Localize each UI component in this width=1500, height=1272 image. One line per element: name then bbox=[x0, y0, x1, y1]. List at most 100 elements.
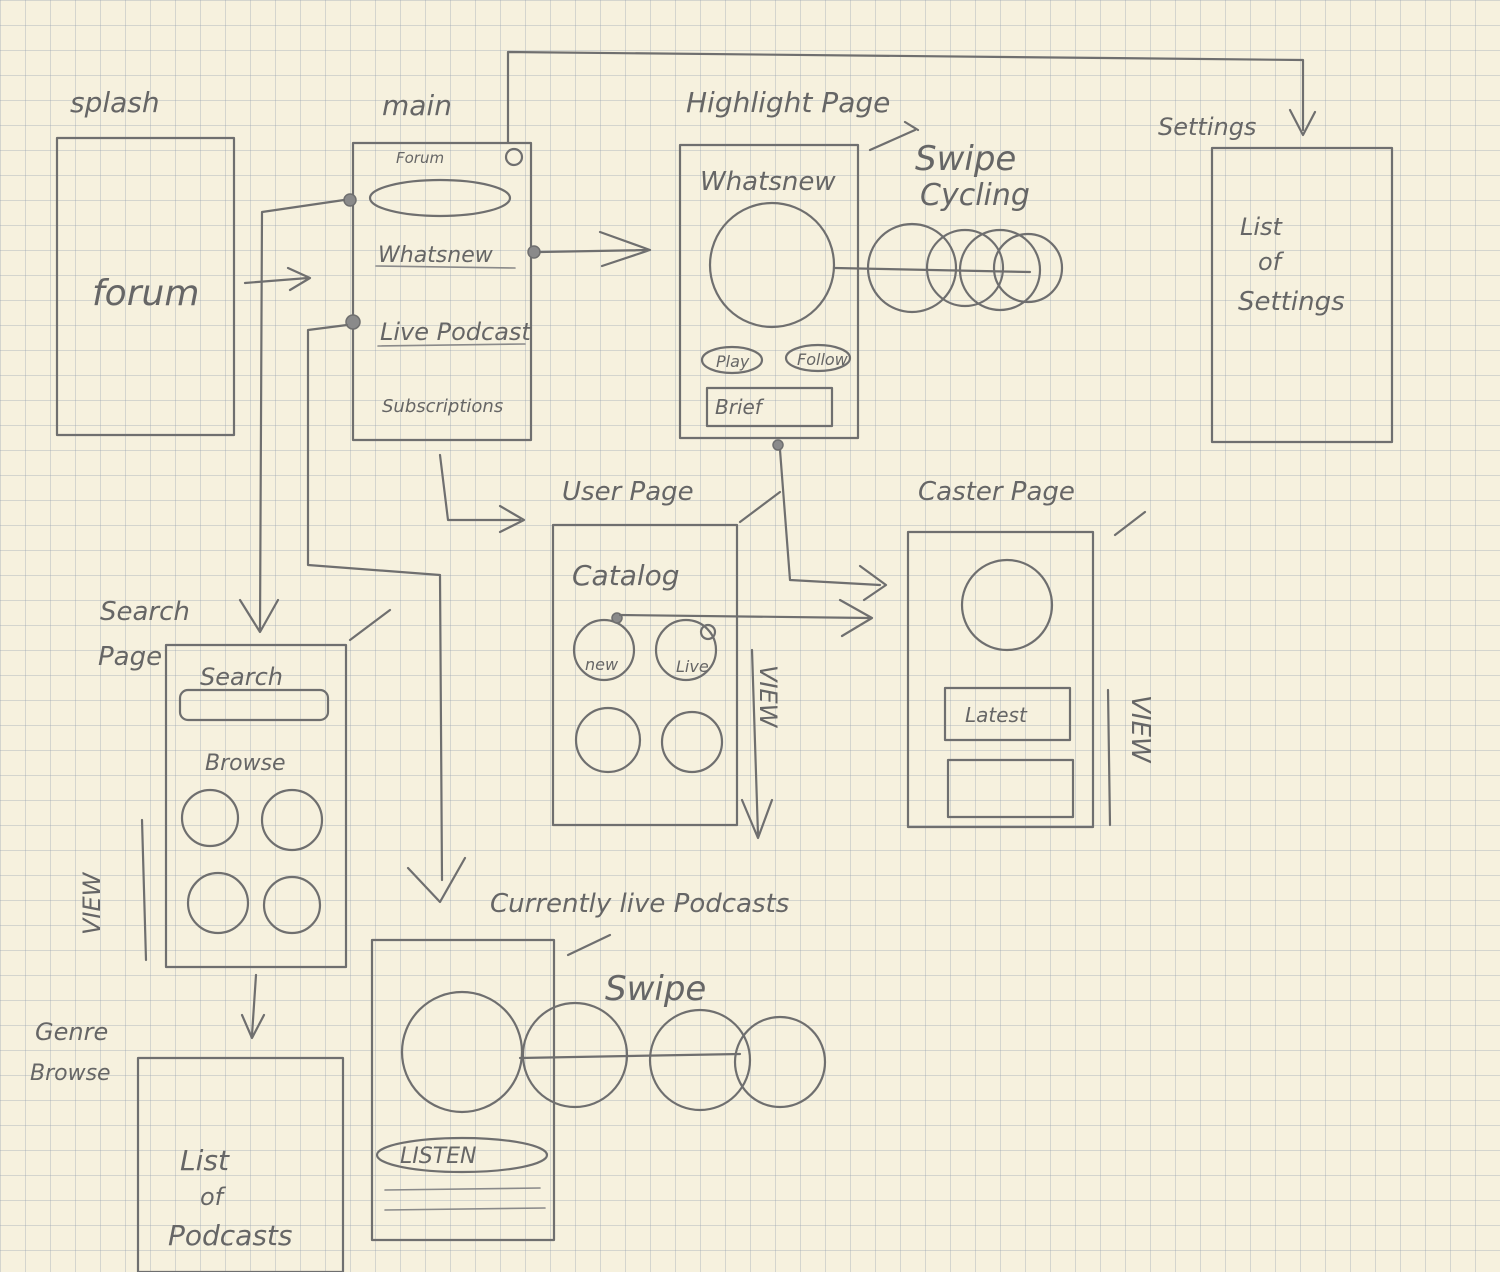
user-to-caster-arrow bbox=[618, 598, 874, 638]
genre-screen: Genre Browse List of Podcasts bbox=[30, 1018, 345, 1272]
main-subscriptions: Subscriptions bbox=[382, 396, 503, 417]
search-header: Search bbox=[200, 663, 283, 691]
search-browse-item-3 bbox=[186, 871, 250, 935]
main-live: Live Podcast bbox=[380, 318, 532, 346]
carousel-item-2 bbox=[925, 228, 1005, 308]
caster-view-scroll-line bbox=[1106, 688, 1112, 827]
settings-title: Settings bbox=[1158, 113, 1256, 141]
user-catalog-new-item bbox=[572, 618, 636, 682]
highlight-title: Highlight Page bbox=[686, 86, 890, 119]
main-to-user-arrow bbox=[438, 453, 526, 534]
settings-text-1: List bbox=[1240, 213, 1284, 241]
caster-view-label: VIEW bbox=[1125, 695, 1155, 764]
caster-avatar bbox=[960, 558, 1054, 652]
genre-text-1: List bbox=[180, 1144, 230, 1177]
main-header: Forum bbox=[396, 149, 444, 167]
genre-title-1: Genre bbox=[35, 1018, 108, 1046]
settings-frame bbox=[1210, 146, 1394, 444]
settings-text-2: of bbox=[1258, 248, 1285, 276]
splash-screen: splash forum bbox=[55, 86, 236, 437]
splash-to-main-arrow bbox=[243, 266, 312, 292]
search-browse-item-4 bbox=[262, 875, 322, 935]
highlight-featured-artwork bbox=[708, 201, 836, 329]
search-browse-item-1 bbox=[180, 788, 240, 848]
highlight-frame bbox=[678, 143, 860, 440]
main-search-bar bbox=[368, 178, 512, 218]
main-whatsnew-underline bbox=[375, 265, 516, 269]
highlight-swipe-carousel: Swipe Cycling bbox=[833, 139, 1064, 314]
user-view-label: VIEW bbox=[754, 665, 782, 729]
swipe-cycling-label-1: Swipe bbox=[915, 139, 1016, 179]
user-catalog-live-item bbox=[654, 618, 718, 682]
caster-episode-box bbox=[946, 758, 1075, 819]
live-check-mark bbox=[566, 933, 612, 957]
highlight-play-label: Play bbox=[716, 352, 750, 371]
user-view-scroll-arrow bbox=[740, 648, 774, 840]
splash-frame bbox=[55, 136, 236, 437]
main-frame bbox=[351, 141, 533, 442]
live-carousel-item-2 bbox=[648, 1008, 752, 1112]
genre-text-3: Podcasts bbox=[168, 1219, 293, 1252]
settings-screen: Settings List of Settings bbox=[1158, 113, 1394, 444]
live-carousel-item-3 bbox=[733, 1015, 827, 1109]
user-catalog-item-3 bbox=[574, 706, 642, 774]
user-frame bbox=[551, 523, 739, 827]
search-input-box bbox=[178, 688, 330, 722]
highlight-screen: Highlight Page Whatsnew Play Follow Brie… bbox=[678, 86, 920, 451]
swipe-cycling-label-2: Cycling bbox=[920, 178, 1030, 213]
highlight-play-button bbox=[700, 345, 764, 375]
user-title: User Page bbox=[562, 477, 694, 507]
caster-screen: Caster Page Latest VIEW bbox=[906, 477, 1155, 829]
live-swipe-label: Swipe bbox=[605, 969, 706, 1009]
search-browse-item-2 bbox=[260, 788, 324, 852]
highlight-brief-box bbox=[705, 386, 834, 428]
caster-latest-box bbox=[943, 686, 1072, 742]
search-title-2: Page bbox=[98, 642, 162, 672]
live-swipe-line bbox=[518, 1052, 742, 1060]
carousel-item-4 bbox=[992, 232, 1064, 304]
user-check-mark bbox=[738, 490, 782, 524]
search-to-genre-arrow bbox=[240, 973, 266, 1040]
search-view-scroll-line bbox=[140, 818, 148, 962]
caster-latest-label: Latest bbox=[965, 703, 1028, 727]
genre-frame bbox=[136, 1056, 345, 1272]
main-screen: main Forum Whatsnew Live Podcast Subscri… bbox=[343, 89, 541, 442]
highlight-brief-label: Brief bbox=[715, 395, 765, 419]
main-to-highlight-arrow bbox=[538, 230, 652, 268]
user-live-node bbox=[699, 623, 717, 641]
caster-check-mark bbox=[1113, 510, 1147, 537]
live-listen-label: LISTEN bbox=[400, 1144, 477, 1169]
caster-frame bbox=[906, 530, 1095, 829]
live-featured-artwork bbox=[400, 990, 524, 1114]
search-frame bbox=[164, 643, 348, 969]
user-new-label: new bbox=[585, 655, 619, 674]
splash-title: splash bbox=[70, 86, 160, 119]
main-live-underline bbox=[377, 343, 526, 347]
settings-text-3: Settings bbox=[1238, 287, 1345, 317]
user-catalog: Catalog bbox=[572, 559, 680, 592]
highlight-whatsnew: Whatsnew bbox=[700, 167, 836, 197]
live-listen-button bbox=[375, 1136, 549, 1174]
main-live-node bbox=[345, 314, 361, 330]
user-catalog-item-4 bbox=[660, 710, 724, 774]
search-view-label: VIEW bbox=[78, 871, 106, 935]
genre-title-2: Browse bbox=[30, 1061, 111, 1086]
live-frame bbox=[370, 938, 556, 1242]
genre-text-2: of bbox=[200, 1183, 227, 1211]
search-check-mark bbox=[348, 608, 392, 642]
splash-text: forum bbox=[92, 273, 199, 314]
main-settings-icon bbox=[504, 147, 524, 167]
live-title: Currently live Podcasts bbox=[490, 889, 789, 919]
user-live-label: Live bbox=[676, 657, 709, 676]
search-browse: Browse bbox=[205, 751, 286, 776]
caster-title: Caster Page bbox=[918, 477, 1075, 507]
main-to-live-arrow bbox=[306, 323, 467, 904]
highlight-follow-button bbox=[784, 343, 852, 373]
main-whatsnew: Whatsnew bbox=[378, 243, 494, 268]
main-to-settings-arrow bbox=[506, 50, 1317, 144]
carousel-swipe-line bbox=[833, 266, 1032, 274]
live-text-lines bbox=[384, 1187, 546, 1211]
search-title-1: Search bbox=[100, 597, 190, 627]
